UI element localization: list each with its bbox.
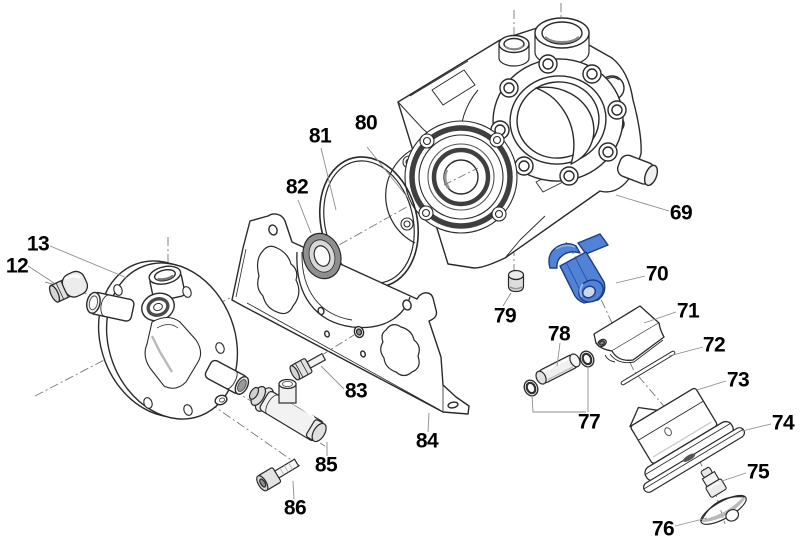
flange-top-port: [148, 265, 186, 302]
part-77-o-rings: [523, 350, 595, 397]
part-72-pin: [620, 350, 676, 386]
leader-69: [615, 194, 670, 212]
leader-83: [320, 365, 345, 390]
leader-81: [320, 147, 337, 211]
part-label-69: 69: [669, 201, 693, 225]
part-71-piston: [593, 305, 665, 364]
part-label-81: 81: [308, 124, 332, 148]
part-83-hex-bolt: [289, 352, 327, 381]
leader-86: [292, 480, 295, 500]
flange-bolt-lugs: [490, 54, 627, 186]
crankcase-foot: [616, 154, 659, 187]
leader-73: [696, 380, 727, 391]
leader-lines: [27, 146, 772, 527]
part-label-70: 70: [645, 262, 669, 286]
leader-75: [721, 472, 747, 482]
part-label-75: 75: [746, 460, 770, 484]
leader-76: [674, 517, 708, 527]
part-label-80: 80: [354, 111, 378, 135]
part-82-oil-seal: [302, 232, 342, 280]
part-79-plug: [507, 269, 525, 293]
leader-72: [668, 346, 704, 357]
part-75-fitting: [700, 466, 727, 498]
leader-82: [297, 199, 312, 234]
part-85-valve-fitting: [248, 378, 327, 443]
flange-left-port: [86, 291, 135, 322]
leader-12: [27, 265, 55, 284]
part-label-13: 13: [26, 232, 50, 256]
part-label-73: 73: [726, 368, 750, 392]
part-80-bearing-cover: [385, 120, 518, 244]
flange-outlet-boss: [204, 359, 250, 395]
part-label-79: 79: [493, 304, 517, 328]
part-76-cap: [700, 494, 747, 525]
part-label-84: 84: [415, 429, 439, 453]
valve-top-port: [278, 378, 297, 404]
part-78-pin: [535, 353, 581, 385]
bolt-axis-line: [321, 329, 363, 356]
leader-84: [427, 412, 430, 433]
part-86-socket-screw: [256, 458, 300, 492]
part-label-82: 82: [285, 175, 309, 199]
part-label-12: 12: [5, 254, 29, 278]
leader-74: [741, 423, 772, 432]
leader-13: [49, 245, 128, 279]
part-label-83: 83: [344, 379, 368, 403]
part-label-71: 71: [676, 299, 700, 323]
part-label-78: 78: [547, 322, 571, 346]
part-13-flange-cover: [86, 260, 250, 420]
leader-70: [615, 275, 646, 284]
part-label-76: 76: [651, 517, 675, 541]
flange-rim-holes: [113, 284, 225, 416]
leader-78: [556, 342, 561, 367]
part-label-86: 86: [283, 496, 307, 520]
leader-77: [531, 366, 589, 413]
leader-71: [643, 311, 677, 324]
part-label-74: 74: [771, 411, 795, 435]
cylinder-port-small: [498, 34, 530, 67]
leader-79: [502, 292, 512, 307]
part-label-77: 77: [577, 410, 601, 434]
part-70-connecting-rod: [548, 233, 609, 304]
part-label-85: 85: [314, 453, 338, 477]
part-69-crankcase: [397, 17, 659, 269]
part-84-bracket: [231, 213, 470, 415]
leader-80: [366, 146, 409, 199]
crankcase-front-flange: [490, 54, 627, 186]
part-label-72: 72: [702, 333, 726, 357]
part-73-piston-guide: [629, 387, 734, 482]
part-12-plug: [48, 270, 89, 303]
